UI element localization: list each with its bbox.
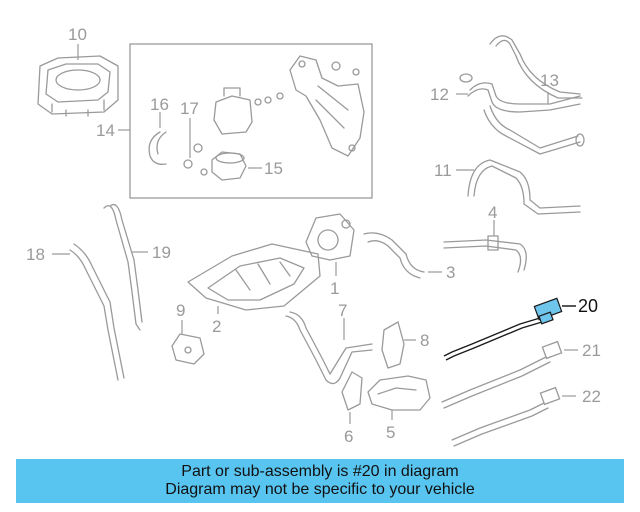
part-12-13-hoses xyxy=(456,35,585,155)
part-7-pipe xyxy=(285,311,373,385)
callout-7: 7 xyxy=(338,301,347,320)
part-4-hose xyxy=(443,220,527,273)
callout-3: 3 xyxy=(446,263,455,282)
callout-14: 14 xyxy=(96,121,115,140)
callout-15: 15 xyxy=(264,159,283,178)
callout-16: 16 xyxy=(150,95,169,114)
part-1-pump xyxy=(305,213,355,276)
banner-line-1: Part or sub-assembly is #20 in diagram xyxy=(181,463,459,480)
callout-6: 6 xyxy=(344,427,353,446)
part-3-hose xyxy=(363,232,442,279)
part-8-bracket xyxy=(381,321,416,369)
callout-5: 5 xyxy=(386,423,395,442)
part-5-manifold xyxy=(367,375,431,420)
info-banner: Part or sub-assembly is #20 in diagram D… xyxy=(16,459,624,503)
part-20-oxygen-sensor xyxy=(443,297,576,361)
callout-20: 20 xyxy=(578,296,598,316)
callout-22: 22 xyxy=(582,387,601,406)
callout-11: 11 xyxy=(434,161,452,180)
callout-10: 10 xyxy=(68,25,87,44)
callout-21: 21 xyxy=(582,341,601,360)
part-21-sensor xyxy=(441,340,578,409)
callout-17: 17 xyxy=(180,99,199,118)
part-10-canister xyxy=(37,44,119,117)
part-14-assembly-box xyxy=(118,43,373,199)
parts-diagram: 10 14 16 17 15 12 13 11 4 18 19 1 3 2 9 … xyxy=(26,25,601,447)
callout-13: 13 xyxy=(540,71,559,90)
part-18-19-tubes xyxy=(52,203,148,381)
part-11-hose xyxy=(456,159,581,215)
banner-line-2: Diagram may not be specific to your vehi… xyxy=(165,481,475,498)
callout-8: 8 xyxy=(420,331,429,350)
callout-19: 19 xyxy=(152,243,171,262)
callout-4: 4 xyxy=(488,203,497,222)
callout-18: 18 xyxy=(26,245,45,264)
callout-2: 2 xyxy=(212,317,221,336)
part-22-sensor xyxy=(451,386,576,447)
part-6-bracket xyxy=(341,371,363,424)
part-9-bracket xyxy=(171,320,205,365)
callout-9: 9 xyxy=(176,301,185,320)
callout-1: 1 xyxy=(330,279,339,298)
callout-12: 12 xyxy=(430,85,449,104)
part-2-heat-shield xyxy=(187,243,321,314)
